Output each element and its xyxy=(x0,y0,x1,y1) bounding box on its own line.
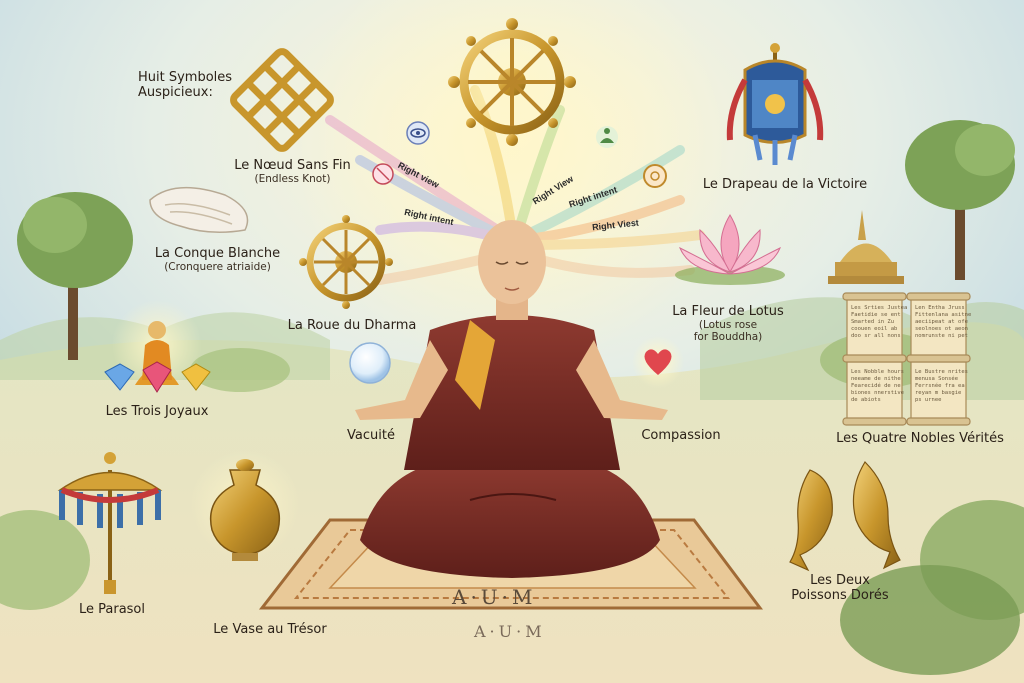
lotus-sub-2: for Bouddha) xyxy=(693,331,763,343)
victory-banner-label: Le Drapeau de la Victoire xyxy=(702,177,868,192)
conch-label: La Conque Blanche (Cronquere atriaide) xyxy=(150,246,285,273)
endless-knot-icon xyxy=(230,48,334,152)
lotus-label: La Fleur de Lotus (Lotus rose for Bouddh… xyxy=(668,304,788,343)
emptiness-orb-icon xyxy=(349,342,391,384)
eye-icon xyxy=(406,121,430,145)
lotus-flower-icon xyxy=(675,214,785,285)
endless-knot-name: Le Nœud Sans Fin xyxy=(234,158,351,173)
heart-icon xyxy=(632,336,684,388)
conch-shell-icon xyxy=(149,186,249,233)
symbols-heading: Huit Symboles Auspicieux: xyxy=(138,70,232,100)
three-jewels-icon xyxy=(104,300,211,393)
parasol-label: Le Parasol xyxy=(78,602,145,617)
treasure-vase-icon xyxy=(190,450,300,561)
meditator-icon xyxy=(596,126,618,148)
heading-line-2: Auspicieux: xyxy=(138,85,213,100)
dharma-wheel-label: La Roue du Dharma xyxy=(287,318,417,333)
heading-line-1: Huit Symboles xyxy=(138,70,233,85)
golden-fish-icon xyxy=(789,461,901,572)
dharma-wheel-icon xyxy=(299,215,393,309)
dharma-wheel-large-icon xyxy=(448,18,576,146)
monk-figure xyxy=(355,220,668,578)
tree-right xyxy=(905,120,1015,280)
vase-label: Le Vase au Trésor xyxy=(213,622,327,637)
emptiness-label: Vacuité xyxy=(347,428,395,443)
endless-knot-sub: (Endless Knot) xyxy=(254,173,331,185)
golden-fish-label: Les Deux Poissons Dorés xyxy=(780,573,900,603)
compassion-label: Compassion xyxy=(641,428,721,443)
scroll-text-2: Len Entha Jruss Fittenlana asitne aeciip… xyxy=(915,305,972,339)
scroll-text-4: Le Bustre nrites menusa Sonsée Ferrsnée … xyxy=(915,369,968,403)
endless-knot-label: Le Nœud Sans Fin (Endless Knot) xyxy=(225,158,360,185)
conch-sub: (Cronquere atriaide) xyxy=(164,261,271,273)
stupa-icon xyxy=(828,210,904,284)
lotus-name: La Fleur de Lotus xyxy=(672,304,784,319)
victory-banner-icon xyxy=(726,43,824,165)
scroll-text-1: Les Srties Justea Faetidie se ent Smarte… xyxy=(851,305,908,339)
four-noble-truths-scrolls xyxy=(842,292,971,426)
three-jewels-label: Les Trois Joyaux xyxy=(105,404,209,419)
small-wheel-icon xyxy=(643,164,667,188)
golden-fish-name-2: Poissons Dorés xyxy=(791,588,889,603)
no-symbol-icon xyxy=(372,163,394,185)
conch-name: La Conque Blanche xyxy=(154,246,281,261)
tree-left xyxy=(17,192,133,360)
bushes-left xyxy=(0,348,290,610)
aum-mantra: A·U·M xyxy=(452,585,537,609)
golden-fish-name-1: Les Deux xyxy=(810,573,870,588)
lotus-sub-1: (Lotus rose xyxy=(698,319,758,331)
scroll-text-3: Les Nobble hours neeame de nithe Feareci… xyxy=(851,369,904,403)
aum-mantra-echo: A·U·M xyxy=(474,622,546,641)
parasol-icon xyxy=(57,452,163,594)
four-truths-label: Les Quatre Nobles Vérités xyxy=(836,431,1004,446)
